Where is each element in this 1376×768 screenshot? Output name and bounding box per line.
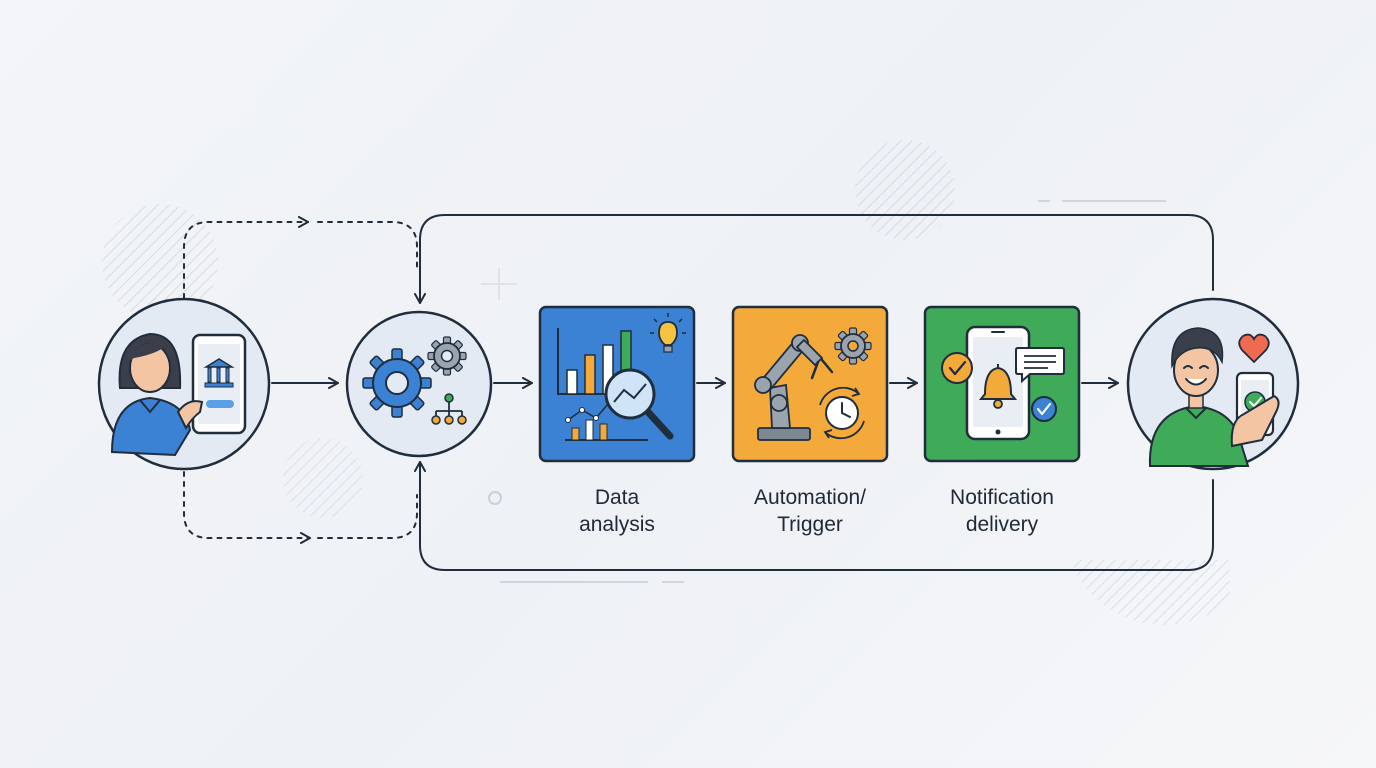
dashed-branch-top-join (317, 221, 418, 271)
step-label-data-analysis: Data analysis (517, 484, 717, 538)
dashed-branch-bottom-join (317, 494, 418, 539)
step-label-line2: delivery (965, 513, 1039, 536)
loop-connector (414, 214, 1214, 304)
step-label-line1: Data (594, 486, 640, 509)
happy-man-with-phone-icon (1148, 327, 1280, 467)
data-analysis-card (538, 305, 696, 463)
step-label-line1: Automation/ (753, 486, 867, 509)
notification-delivery-card (923, 305, 1081, 463)
automation-trigger-card (731, 305, 889, 463)
step-label-line2: analysis (579, 513, 655, 536)
phone-bell-notification-icon (941, 325, 1065, 441)
step-label-automation-trigger: Automation/ Trigger (710, 484, 910, 538)
robot-arm-clock-icon (754, 327, 872, 441)
woman-with-bank-app-icon (110, 332, 247, 457)
start-node (97, 297, 271, 471)
chart-magnifier-icon (557, 313, 686, 441)
gears-and-network-icon (362, 336, 467, 425)
step-label-line1: Notification (950, 486, 1054, 509)
loop-return-connector (414, 461, 1214, 571)
connectors (183, 214, 1214, 571)
dashed-branch-bottom (183, 471, 311, 544)
dashed-branch-top (183, 216, 309, 299)
step-label-notification-delivery: Notification delivery (902, 484, 1102, 538)
end-node (1126, 297, 1300, 471)
processing-node (345, 310, 493, 458)
step-label-line2: Trigger (777, 513, 843, 536)
